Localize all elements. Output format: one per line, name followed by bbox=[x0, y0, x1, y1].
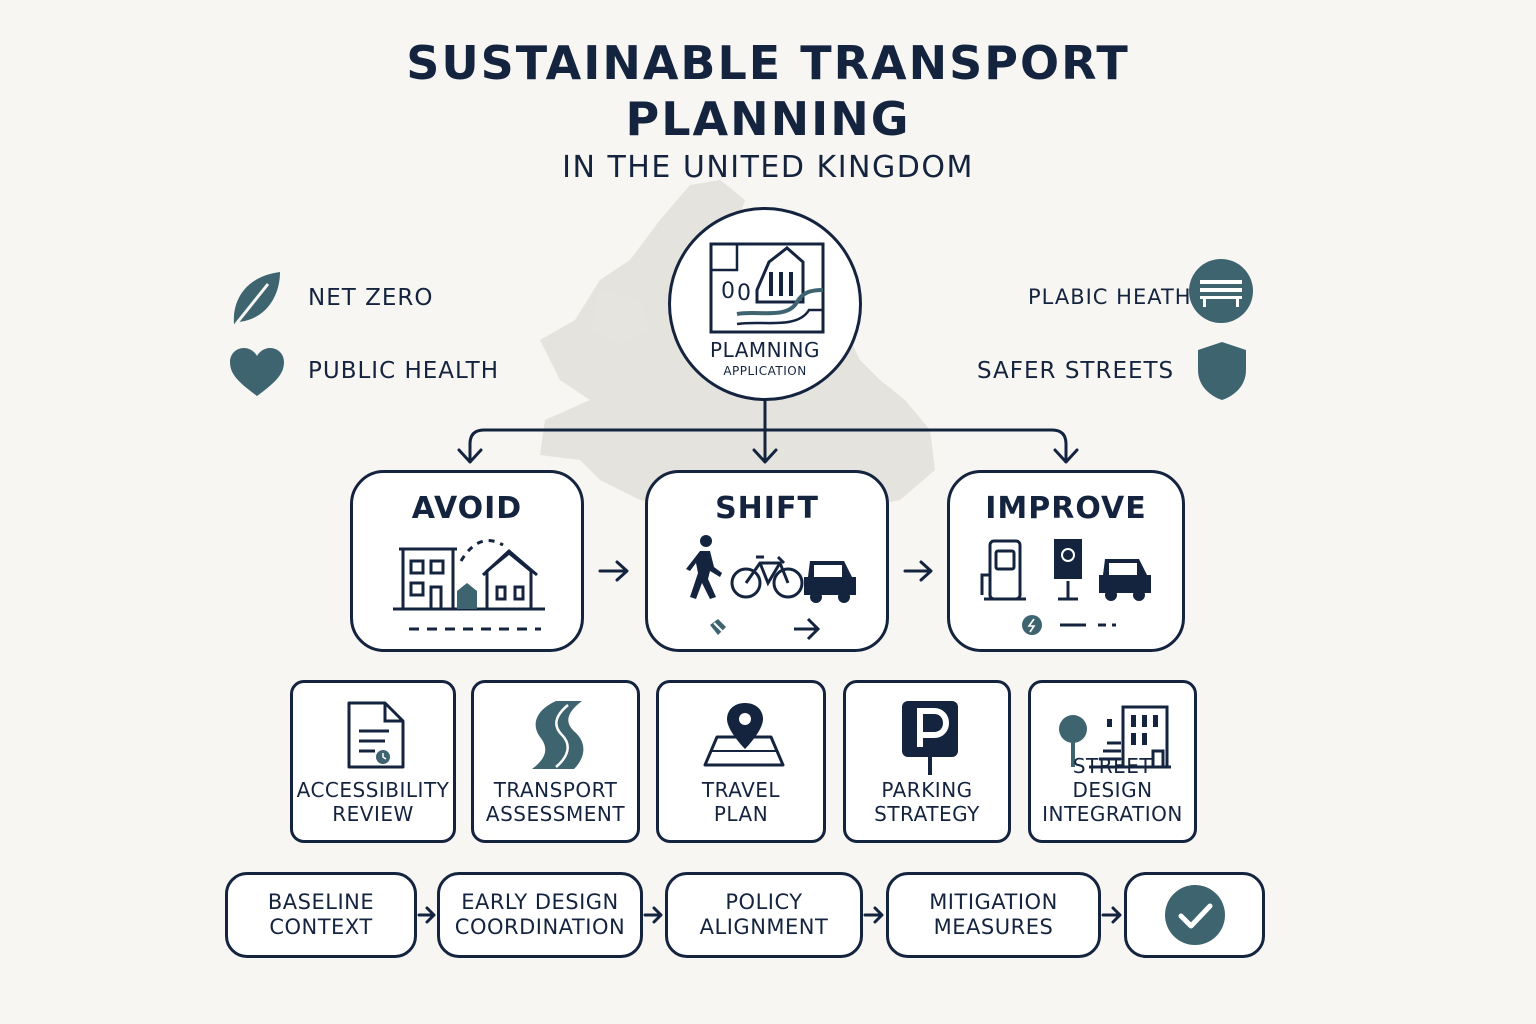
stage-avoid: AVOID bbox=[350, 470, 584, 652]
page-title-line1: SUSTAINABLE TRANSPORT bbox=[406, 36, 1130, 90]
step-line2: ALIGNMENT bbox=[699, 915, 829, 939]
parking-sign-icon bbox=[902, 701, 958, 775]
tool-label-line1: TRAVEL bbox=[701, 778, 781, 802]
tool-label-line1: PARKING bbox=[881, 778, 973, 802]
ev-charger-icon bbox=[980, 539, 1151, 635]
stage-shift: SHIFT bbox=[645, 470, 889, 652]
tool-transport-assessment: TRANSPORT ASSESSMENT bbox=[471, 680, 640, 843]
tool-label-line2: STRATEGY bbox=[874, 802, 980, 826]
tree-building-icon bbox=[1059, 705, 1171, 769]
site-plan-icon: 0 0 bbox=[709, 242, 825, 334]
step-text: POLICY ALIGNMENT bbox=[700, 890, 829, 940]
tool-label-street-design-integration: STREET DESIGN INTEGRATION bbox=[1031, 754, 1194, 826]
stage-title-improve: IMPROVE bbox=[985, 491, 1147, 526]
heart-icon bbox=[230, 348, 284, 396]
leaf-icon bbox=[233, 272, 280, 325]
tool-travel-plan: TRAVEL PLAN bbox=[656, 680, 826, 843]
step-approval bbox=[1124, 872, 1265, 958]
document-clock-icon bbox=[347, 701, 405, 769]
step-line1: MITIGATION bbox=[929, 890, 1058, 914]
stage-title-shift: SHIFT bbox=[715, 491, 819, 526]
tool-label-line1: STREET DESIGN bbox=[1072, 754, 1153, 802]
page-subtitle: IN THE UNITED KINGDOM bbox=[562, 150, 974, 185]
stage-title-avoid: AVOID bbox=[411, 491, 523, 526]
step-line2: MEASURES bbox=[933, 915, 1054, 939]
step-line1: POLICY bbox=[725, 890, 803, 914]
hub-label-line1: PLAMNING bbox=[710, 338, 820, 362]
tool-label-line2: ASSESSMENT bbox=[485, 802, 626, 826]
step-line1: EARLY DESIGN bbox=[461, 890, 619, 914]
tool-label-line2: PLAN bbox=[713, 802, 769, 826]
checkmark-icon bbox=[1164, 885, 1225, 945]
svg-text:0: 0 bbox=[737, 281, 751, 306]
goal-label-plabic-heath: PLABIC HEATH bbox=[1028, 285, 1192, 309]
shield-icon bbox=[1198, 342, 1246, 400]
step-text: EARLY DESIGN COORDINATION bbox=[455, 890, 625, 940]
step-text: BASELINE CONTEXT bbox=[268, 890, 374, 940]
tool-label-line2: REVIEW bbox=[332, 802, 414, 826]
page-title-line2: PLANNING bbox=[625, 92, 911, 146]
goal-label-net-zero: NET ZERO bbox=[308, 285, 434, 311]
road-icon bbox=[532, 701, 584, 769]
tool-label-parking-strategy: PARKING STRATEGY bbox=[846, 778, 1008, 826]
step-line1: BASELINE bbox=[267, 890, 375, 914]
tool-label-transport-assessment: TRANSPORT ASSESSMENT bbox=[474, 778, 637, 826]
planning-application-hub: 0 0 PLAMNING APPLICATION bbox=[668, 207, 862, 401]
hub-label-line2: APPLICATION bbox=[723, 364, 807, 378]
tool-label-line1: ACCESSIBILITY bbox=[296, 778, 450, 802]
tool-label-travel-plan: TRAVEL PLAN bbox=[659, 778, 823, 826]
step-policy-alignment: POLICY ALIGNMENT bbox=[665, 872, 863, 958]
tool-label-line2: INTEGRATION bbox=[1042, 802, 1183, 826]
walk-bike-car-icon bbox=[686, 535, 856, 641]
step-early-design-coordination: EARLY DESIGN COORDINATION bbox=[437, 872, 643, 958]
tool-parking-strategy: PARKING STRATEGY bbox=[843, 680, 1011, 843]
step-mitigation-measures: MITIGATION MEASURES bbox=[886, 872, 1101, 958]
goal-label-safer-streets: SAFER STREETS bbox=[977, 358, 1175, 384]
bench-icon bbox=[1189, 259, 1253, 323]
step-text: MITIGATION MEASURES bbox=[929, 890, 1058, 940]
tool-accessibility-review: ACCESSIBILITY REVIEW bbox=[290, 680, 456, 843]
stage-improve: IMPROVE bbox=[947, 470, 1185, 652]
svg-text:0: 0 bbox=[721, 279, 735, 304]
tool-label-accessibility-review: ACCESSIBILITY REVIEW bbox=[293, 778, 453, 826]
step-baseline-context: BASELINE CONTEXT bbox=[225, 872, 417, 958]
tool-label-line1: TRANSPORT bbox=[493, 778, 618, 802]
step-line2: CONTEXT bbox=[269, 915, 373, 939]
step-line2: COORDINATION bbox=[454, 915, 626, 939]
houses-icon bbox=[393, 539, 545, 631]
goal-label-public-health: PUBLIC HEALTH bbox=[308, 358, 500, 384]
map-pin-icon bbox=[703, 703, 785, 767]
tool-street-design-integration: STREET DESIGN INTEGRATION bbox=[1028, 680, 1197, 843]
